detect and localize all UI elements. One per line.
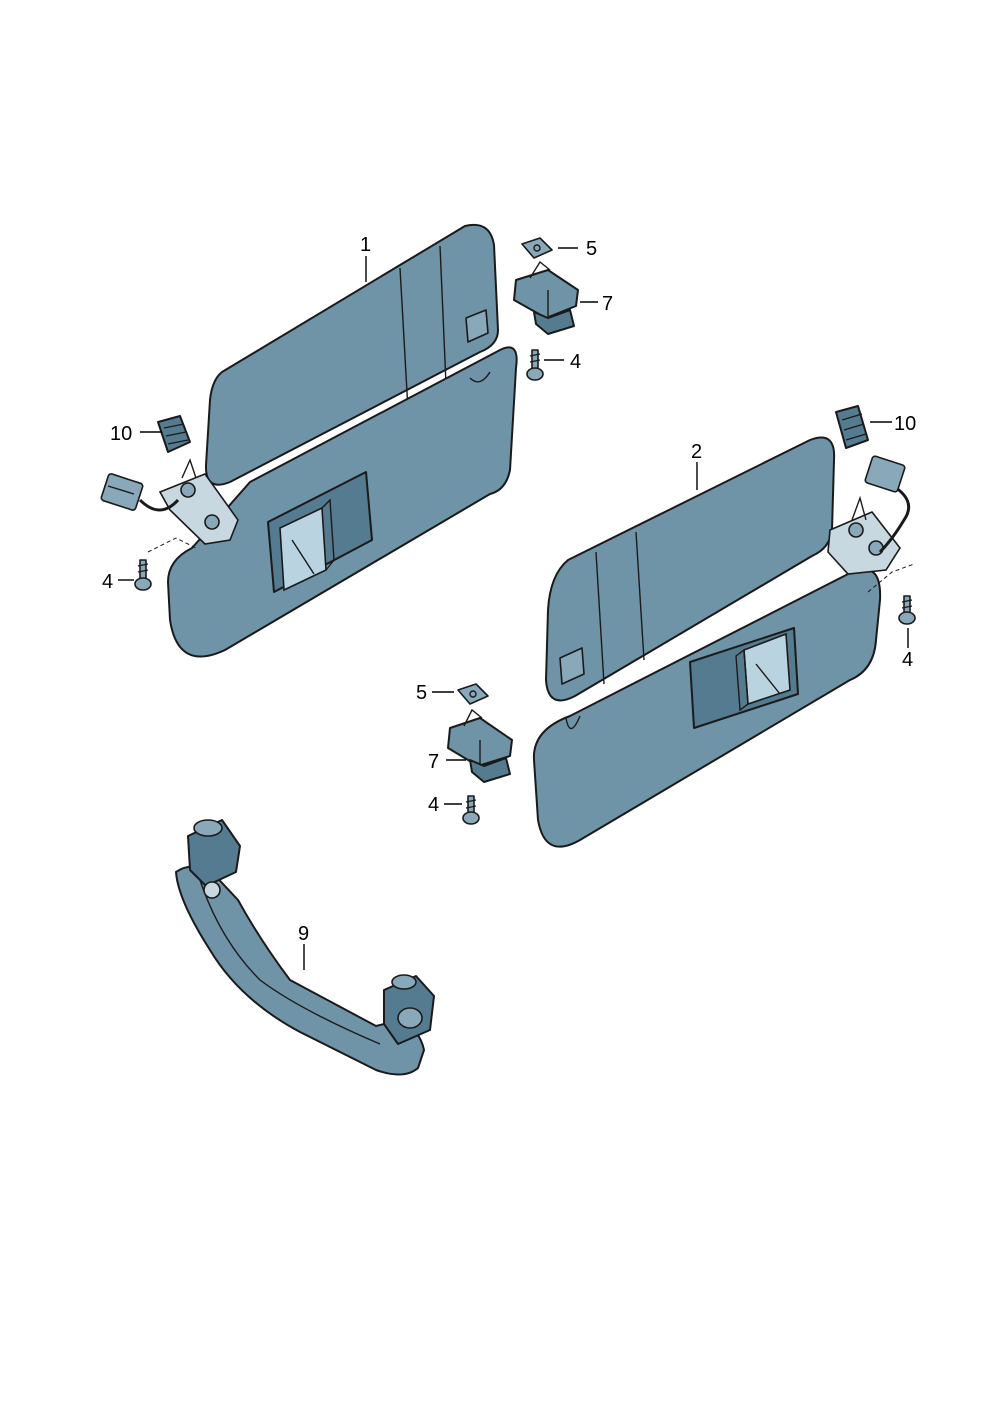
sun-visor-left[interactable]: [158, 223, 518, 658]
callout-5-lower: 5: [416, 682, 427, 704]
callout-7-upper: 7: [602, 293, 613, 315]
screw-4-lower[interactable]: [462, 795, 480, 825]
bracket-7-lower[interactable]: [447, 708, 513, 783]
screw-4-right[interactable]: [898, 595, 916, 625]
callout-9: 9: [298, 923, 309, 945]
callout-5-upper: 5: [586, 238, 597, 260]
callout-10-left: 10: [110, 423, 132, 445]
sun-visor-right[interactable]: [532, 436, 901, 848]
callout-4-right: 4: [902, 649, 913, 671]
callout-10-right: 10: [894, 413, 916, 435]
wiring-connector-left: [100, 473, 180, 512]
bracket-7-upper[interactable]: [513, 260, 579, 335]
retainer-5-upper[interactable]: [521, 237, 553, 259]
retainer-5-lower[interactable]: [457, 683, 489, 705]
wiring-connector-right: [864, 455, 911, 554]
callout-1: 1: [360, 234, 371, 256]
callout-4-lower: 4: [428, 794, 439, 816]
clip-10-left[interactable]: [157, 415, 191, 453]
screw-4-upper[interactable]: [526, 349, 544, 381]
callout-7-lower: 7: [428, 751, 439, 773]
callout-4-left: 4: [102, 571, 113, 593]
clip-10-right[interactable]: [835, 405, 869, 449]
grab-handle[interactable]: [175, 819, 435, 1076]
callout-4-upper: 4: [570, 351, 581, 373]
callout-2: 2: [691, 441, 702, 463]
leader-lines: [118, 247, 909, 970]
screw-4-left[interactable]: [134, 559, 152, 591]
